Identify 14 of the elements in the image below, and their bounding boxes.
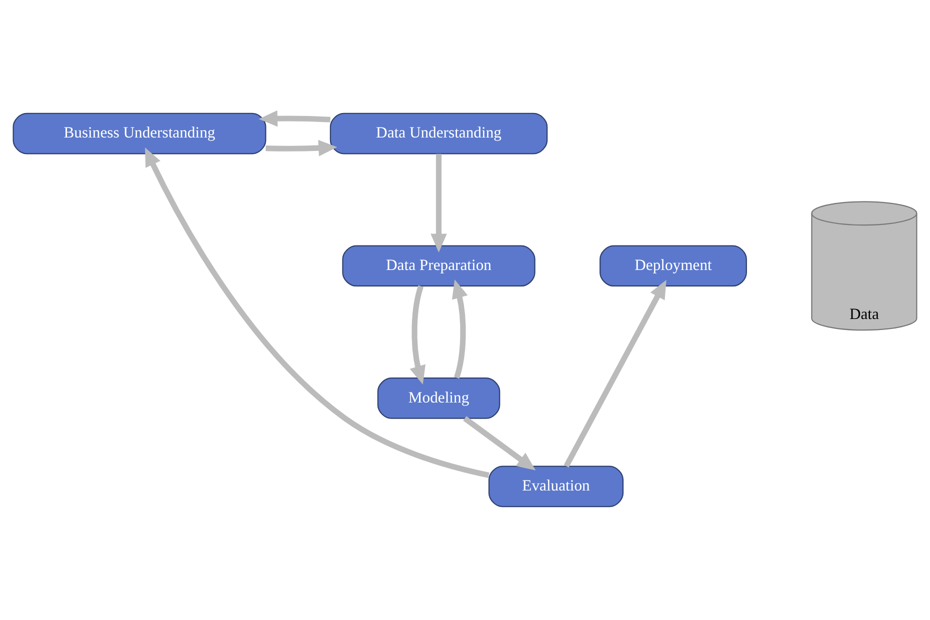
arrow [145, 147, 490, 478]
node-box: Deployment [600, 245, 747, 287]
node-box: Modeling [377, 378, 500, 419]
node-box: Data Understanding [330, 112, 548, 154]
arrow [463, 416, 536, 470]
arrow [430, 154, 447, 252]
arrow [452, 280, 468, 379]
arrow [258, 110, 330, 127]
arrow [564, 280, 666, 468]
node-box: Evaluation [488, 466, 624, 508]
node-box: Business Understanding [12, 112, 266, 154]
arrow [266, 140, 338, 156]
node-box: Data Preparation [342, 245, 536, 287]
arrow [410, 285, 426, 385]
